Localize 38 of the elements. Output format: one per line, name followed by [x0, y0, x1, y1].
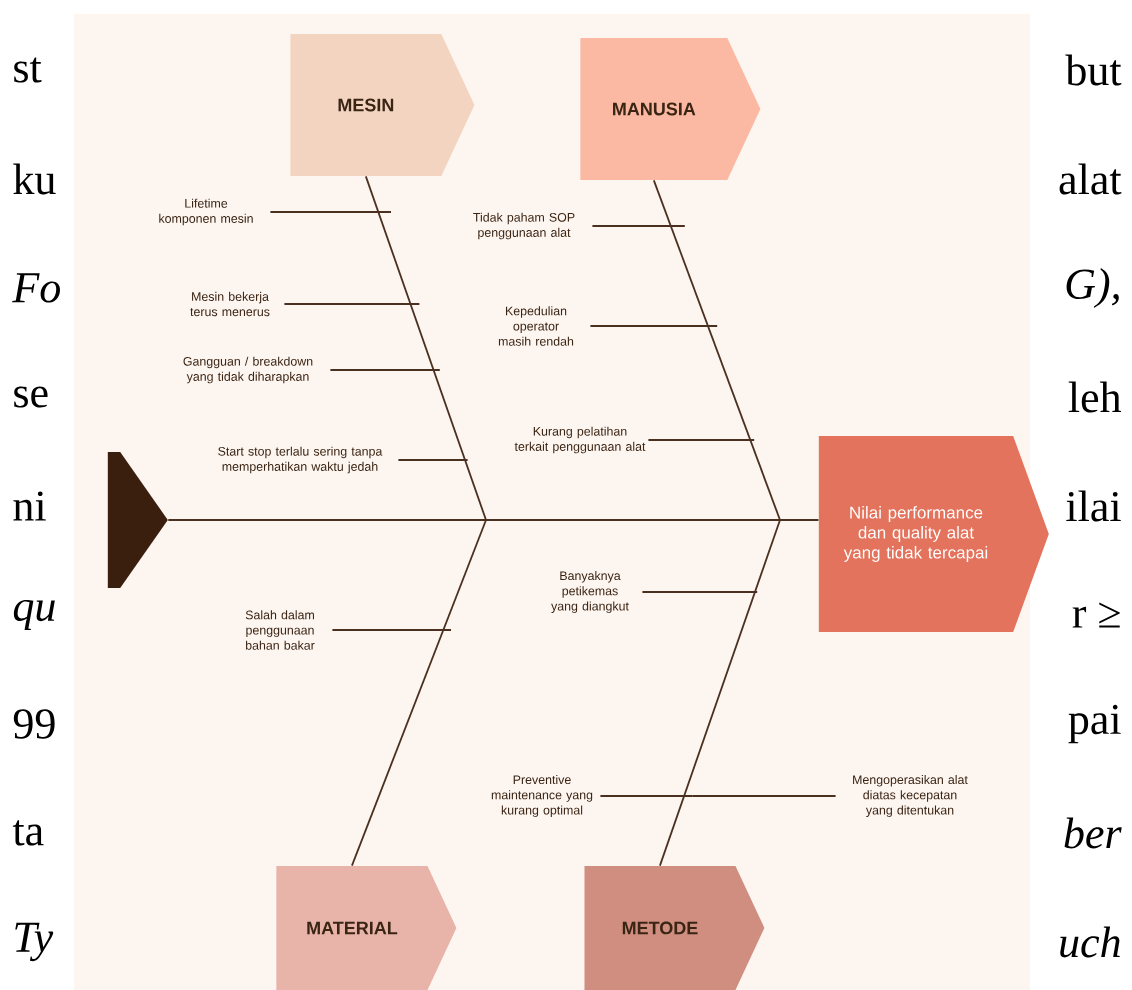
page-text: ku: [13, 163, 56, 195]
page-text: G),: [1066, 268, 1119, 308]
page-text: alat: [1059, 163, 1122, 195]
fishbone-line: [364, 175, 487, 521]
page-text: se: [14, 386, 48, 408]
leader-line: [589, 325, 719, 327]
page-text: ta: [12, 820, 44, 846]
leader-line: [329, 369, 441, 371]
leader-line: [397, 459, 469, 461]
category-box: MESIN: [290, 34, 475, 176]
page-text: Ty: [15, 922, 54, 962]
page-text: uch: [1060, 926, 1120, 958]
leader-line: [283, 303, 421, 305]
page-text: ni: [13, 491, 46, 521]
leader-line: [331, 629, 452, 631]
page-text: 99: [13, 709, 55, 739]
effect-box: Nilai performance dan quality alat yang tidak tercapai: [818, 436, 1049, 632]
page-text: leh: [1068, 381, 1122, 413]
category-box: METODE: [584, 866, 765, 990]
category-box: MANUSIA: [580, 38, 761, 180]
category-box: MATERIAL: [276, 866, 457, 990]
leader-line: [599, 795, 694, 797]
leader-line: [591, 225, 686, 227]
page-text: Fo: [12, 273, 60, 303]
leader-line: [647, 439, 756, 441]
leader-line: [641, 591, 759, 593]
fishbone-line: [351, 519, 487, 867]
leader-line: [691, 795, 837, 797]
spine-line: [167, 519, 820, 521]
page-text: but: [1065, 54, 1122, 86]
page-text: st: [14, 57, 42, 83]
tail-shape: [107, 452, 168, 588]
leader-line: [269, 211, 392, 213]
page-text: pai: [1068, 704, 1121, 744]
fishbone-line: [659, 519, 781, 867]
page-text: ber: [1064, 817, 1122, 849]
page-text: qu: [13, 599, 55, 631]
fishbone-line: [652, 179, 781, 521]
